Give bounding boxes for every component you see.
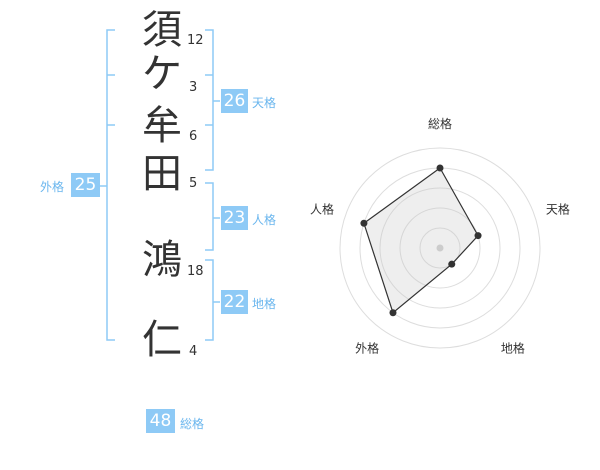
stroke-count-5: 18 — [187, 264, 204, 279]
radar-axis-label: 人格 — [310, 202, 334, 217]
name-char-4: 田 — [142, 151, 182, 197]
radar-center-point — [436, 244, 444, 252]
stroke-count-2: 3 — [189, 80, 198, 95]
soukaku-badge: 48 — [146, 409, 175, 433]
name-char-5: 鴻 — [142, 237, 182, 283]
chikaku-bracket — [205, 259, 214, 341]
gaikaku-bracket — [106, 29, 115, 341]
name-char-3: 牟 — [142, 103, 182, 149]
jinkaku-label: 人格 — [252, 213, 277, 227]
radar-point-2 — [474, 232, 482, 240]
tenkaku-bracket — [205, 29, 214, 171]
name-char-6: 仁 — [142, 317, 182, 363]
radar-axis-label: 外格 — [355, 340, 379, 355]
stroke-count-6: 4 — [189, 344, 198, 359]
stroke-count-4: 5 — [189, 176, 198, 191]
jinkaku-bracket — [205, 182, 214, 251]
radar-data-polygon — [363, 167, 479, 314]
radar-point-1 — [436, 164, 444, 172]
stroke-count-1: 12 — [187, 33, 204, 48]
radar-axis-label: 総格 — [428, 116, 452, 131]
jinkaku-badge: 23 — [221, 206, 248, 230]
radar-axis-label: 地格 — [501, 340, 525, 355]
radar-axis-label: 天格 — [546, 202, 570, 217]
radar-point-4 — [389, 309, 397, 317]
chikaku-badge: 22 — [221, 290, 248, 314]
tenkaku-badge: 26 — [221, 89, 248, 113]
radar-point-5 — [360, 219, 368, 227]
soukaku-label: 総格 — [180, 417, 205, 431]
radar-point-3 — [448, 260, 456, 268]
radar-ring — [399, 207, 481, 289]
chikaku-label: 地格 — [252, 297, 277, 311]
stroke-count-3: 6 — [189, 129, 198, 144]
radar-ring — [419, 227, 461, 269]
bracket-lines — [100, 29, 220, 341]
tenkaku-label: 天格 — [252, 96, 277, 110]
name-char-2: ケ — [142, 51, 182, 97]
gaikaku-badge: 25 — [71, 173, 100, 197]
gaikaku-label: 外格 — [40, 180, 65, 194]
name-char-1: 須 — [142, 7, 182, 53]
radar-ring — [379, 187, 501, 309]
